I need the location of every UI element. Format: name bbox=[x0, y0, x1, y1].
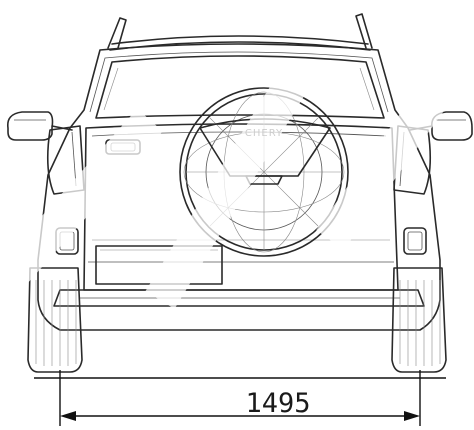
rear-window bbox=[95, 55, 385, 119]
track-width-dimension: 1495 bbox=[59, 370, 421, 426]
left-mirror bbox=[6, 111, 73, 141]
right-rear-tire bbox=[391, 267, 447, 373]
right-bumper-lamp bbox=[403, 227, 427, 255]
left-rear-tire bbox=[27, 267, 83, 373]
watermark bbox=[0, 30, 474, 312]
track-width-label: 1495 bbox=[245, 388, 310, 419]
rear-bumper bbox=[53, 289, 425, 307]
dimension-arrow-left bbox=[60, 411, 76, 421]
dimension-arrow-right bbox=[404, 411, 420, 421]
